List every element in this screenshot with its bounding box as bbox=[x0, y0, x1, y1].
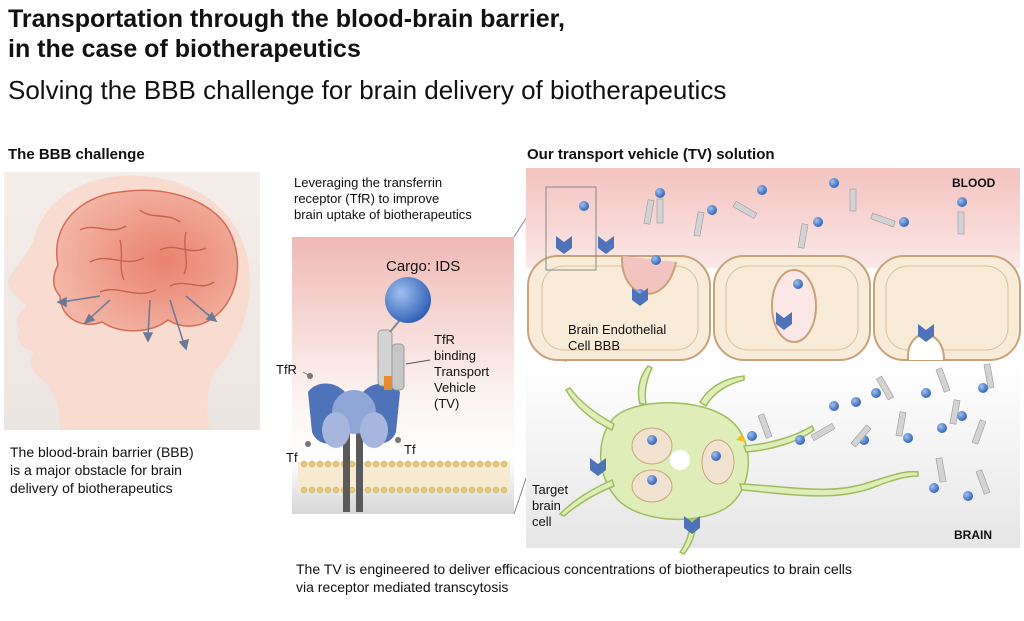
tfr-intro-line: Leveraging the transferrin bbox=[294, 175, 443, 190]
footer-caption-line: The TV is engineered to deliver efficaci… bbox=[296, 561, 852, 577]
neuron-vesicles bbox=[631, 427, 735, 503]
page-title: Transportation through the blood-brain b… bbox=[8, 4, 908, 64]
brain-arrows bbox=[56, 295, 218, 351]
endothelial-label: Brain Endothelial Cell BBB bbox=[568, 322, 666, 354]
brain-label: BRAIN bbox=[954, 528, 992, 542]
page-subtitle: Solving the BBB challenge for brain deli… bbox=[8, 75, 727, 105]
receptor-panel bbox=[292, 237, 514, 514]
title-line-1: Transportation through the blood-brain b… bbox=[8, 5, 565, 33]
cargo-label: Cargo: IDS bbox=[386, 258, 461, 275]
release-marker bbox=[736, 434, 746, 442]
brain-icon bbox=[53, 189, 239, 332]
tfr-label: TfR bbox=[276, 362, 297, 377]
target-cell-label: Target brain cell bbox=[532, 482, 568, 530]
bbb-challenge-heading: The BBB challenge bbox=[8, 146, 145, 163]
tv-label: TfR binding Transport Vehicle (TV) bbox=[434, 332, 489, 412]
tv-label-line: Vehicle bbox=[434, 380, 476, 395]
endothelial-label-line: Brain Endothelial bbox=[568, 322, 667, 337]
target-cell-label-line: Target bbox=[532, 482, 569, 497]
blood-region bbox=[526, 168, 1020, 268]
tv-particles bbox=[579, 178, 988, 501]
bbb-caption-line: The blood-brain barrier (BBB) bbox=[10, 444, 194, 460]
tv-label-line: (TV) bbox=[434, 396, 460, 411]
tf-label-right: Tf bbox=[404, 442, 416, 457]
blood-label: BLOOD bbox=[952, 176, 996, 190]
zoom-box bbox=[545, 186, 597, 271]
tfr-intro: Leveraging the transferrin receptor (TfR… bbox=[294, 175, 472, 223]
target-cell-label-line: brain bbox=[532, 498, 561, 513]
tv-label-line: Transport bbox=[434, 364, 490, 379]
title-line-2: in the case of biotherapeutics bbox=[8, 35, 361, 63]
tv-rods bbox=[643, 199, 995, 495]
transport-vehicle bbox=[377, 319, 405, 391]
tfr-receptors-small bbox=[556, 236, 934, 534]
endothelial-label-line: Cell BBB bbox=[568, 338, 621, 353]
tfr-intro-line: brain uptake of biotherapeutics bbox=[294, 207, 472, 222]
bbb-caption-line: is a major obstacle for brain bbox=[10, 462, 182, 478]
cargo-ids bbox=[385, 277, 431, 323]
cell-membrane bbox=[298, 460, 510, 494]
tf-label-left: Tf bbox=[286, 450, 298, 465]
transcytosis-vesicle bbox=[771, 269, 817, 343]
tfr-intro-line: receptor (TfR) to improve bbox=[294, 191, 440, 206]
tv-label-line: TfR bbox=[434, 332, 455, 347]
bbb-caption-line: delivery of biotherapeutics bbox=[10, 480, 173, 496]
footer-caption-line: via receptor mediated transcytosis bbox=[296, 579, 509, 595]
tv-label-line: binding bbox=[434, 348, 476, 363]
target-cell-label-line: cell bbox=[532, 514, 552, 529]
tv-solution-heading: Our transport vehicle (TV) solution bbox=[527, 146, 775, 163]
footer-caption: The TV is engineered to deliver efficaci… bbox=[296, 560, 852, 596]
bbb-caption: The blood-brain barrier (BBB) is a major… bbox=[10, 443, 194, 497]
tfr-receptor bbox=[308, 383, 400, 448]
